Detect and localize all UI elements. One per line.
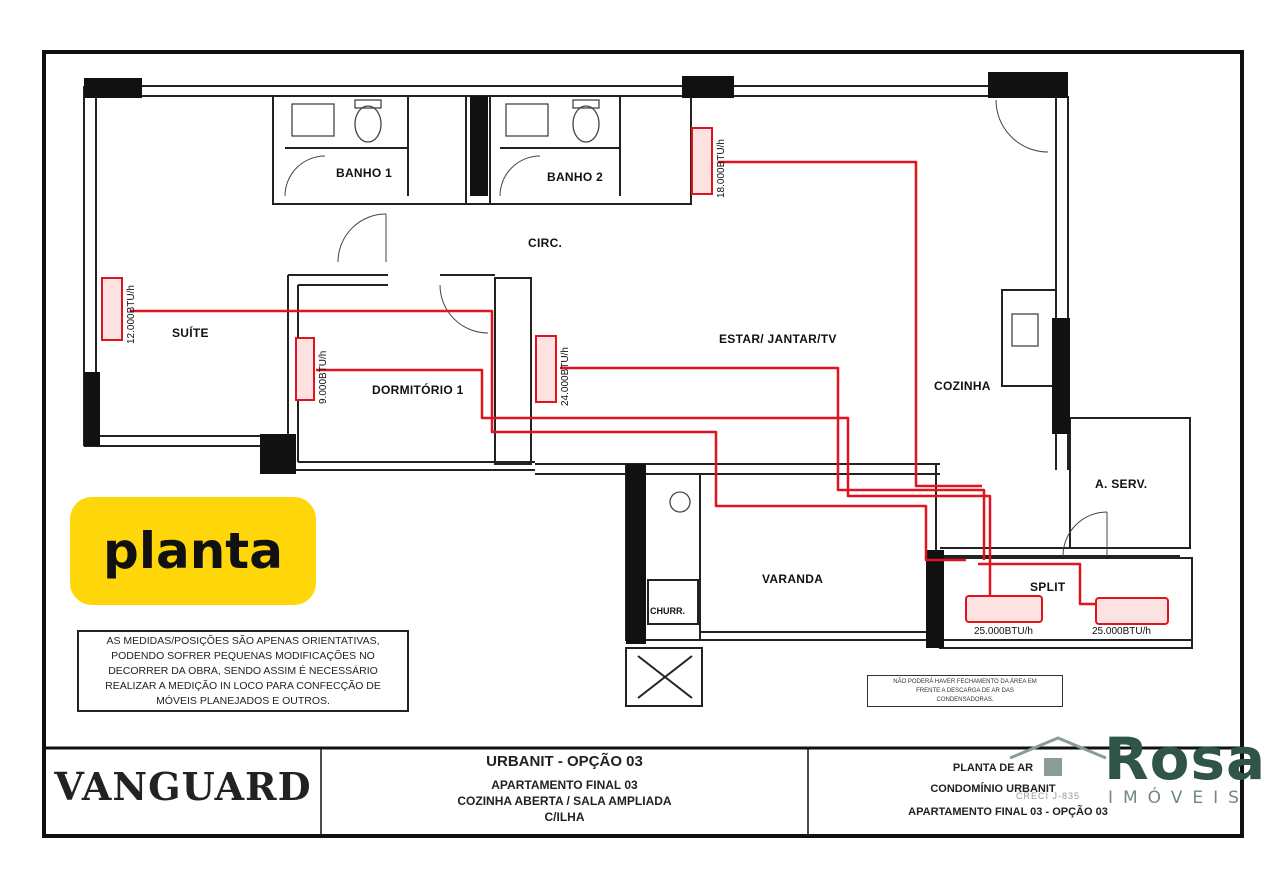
room-label-banho1: BANHO 1	[336, 166, 393, 180]
ac-label-estar: 24.000BTU/h	[560, 347, 571, 406]
watermark-subtitle: IMÓVEIS	[1108, 788, 1249, 808]
planta-badge-text: planta	[103, 522, 283, 580]
ac-unit-estar	[535, 335, 557, 403]
house-logo-icon	[1009, 736, 1107, 776]
ac-label-split-left: 25.000BTU/h	[974, 626, 1033, 637]
sheet-line: PLANTA DE AR	[952, 762, 1034, 774]
warning-line: FRENTE A DESCARGA DE AR DAS	[916, 688, 1014, 694]
brand-logo: VANGUARD	[54, 764, 312, 809]
project-line: APARTAMENTO FINAL 03	[491, 778, 638, 792]
wall-solids	[84, 72, 1070, 648]
sheet-frame	[42, 50, 1244, 838]
room-label-aserv: A. SERV.	[1095, 477, 1148, 491]
room-label-dormitorio: DORMITÓRIO 1	[372, 383, 464, 397]
room-label-varanda: VARANDA	[762, 572, 824, 586]
room-label-churr: CHURR.	[650, 606, 685, 616]
room-label-banho2: BANHO 2	[547, 170, 604, 184]
sheet-line: CONDOMÍNIO URBANIT	[930, 783, 1056, 795]
watermark-logo-text: Rosa	[1104, 725, 1267, 793]
condenser-right	[1095, 597, 1169, 625]
note-line: PODENDO SOFRER PEQUENAS MODIFICAÇÕES NO	[111, 650, 375, 662]
note-line: REALIZAR A MEDIÇÃO IN LOCO PARA CONFECÇÃ…	[105, 680, 381, 692]
note-line: AS MEDIDAS/POSIÇÕES SÃO APENAS ORIENTATI…	[106, 635, 380, 647]
room-label-split: SPLIT	[1030, 580, 1066, 594]
ac-label-suite: 12.000BTU/h	[126, 285, 137, 344]
project-title: URBANIT - OPÇÃO 03	[486, 753, 643, 770]
room-label-suite: SUÍTE	[172, 326, 209, 340]
warning-line: CONDENSADORAS.	[936, 697, 994, 703]
ac-unit-suite	[101, 277, 123, 341]
condenser-warning: NÃO PODERÁ HAVER FECHAMENTO DA ÁREA EM F…	[867, 675, 1063, 707]
watermark-creci: CRECI J-835	[1016, 791, 1081, 801]
room-label-circ: CIRC.	[528, 236, 563, 250]
note-line: DECORRER DA OBRA, SENDO ASSIM É NECESSÁR…	[108, 665, 378, 677]
project-line: C/ILHA	[544, 810, 585, 824]
ac-unit-circ	[691, 127, 713, 195]
planta-badge: planta	[70, 497, 316, 605]
ac-label-split-right: 25.000BTU/h	[1092, 626, 1151, 637]
note-line: MÓVEIS PLANEJADOS E OUTROS.	[156, 695, 330, 707]
ac-label-dormitorio: 9.000BTU/h	[318, 350, 329, 404]
condenser-left	[965, 595, 1043, 623]
room-label-cozinha: COZINHA	[934, 379, 991, 393]
room-label-estar: ESTAR/ JANTAR/TV	[719, 332, 837, 346]
ac-unit-dormitorio	[295, 337, 315, 401]
sheet-line: APARTAMENTO FINAL 03 - OPÇÃO 03	[908, 806, 1108, 818]
disclaimer-note: AS MEDIDAS/POSIÇÕES SÃO APENAS ORIENTATI…	[77, 630, 409, 712]
warning-line: NÃO PODERÁ HAVER FECHAMENTO DA ÁREA EM	[893, 679, 1037, 685]
project-line: COZINHA ABERTA / SALA AMPLIADA	[457, 794, 672, 808]
bath-fixtures	[291, 99, 1039, 513]
ac-label-circ: 18.000BTU/h	[716, 139, 727, 198]
door-swings	[284, 99, 1108, 557]
ac-piping	[130, 160, 1096, 606]
